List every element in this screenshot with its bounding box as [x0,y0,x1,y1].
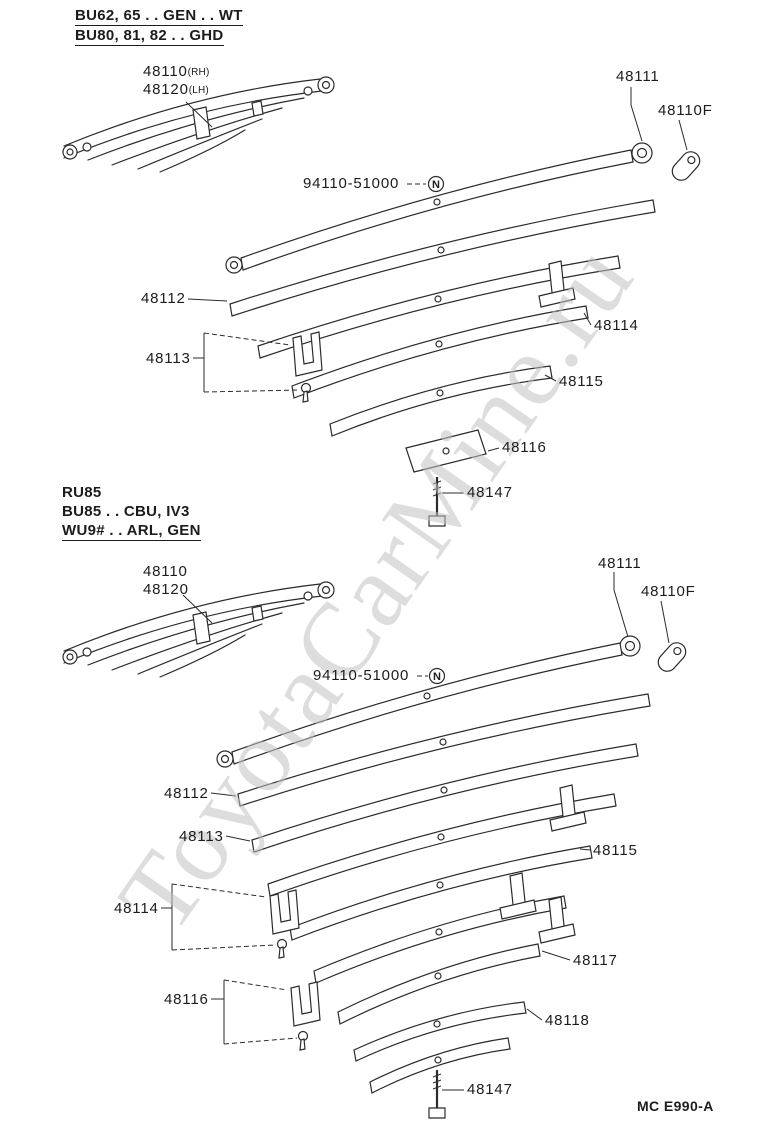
part-label-48120-top: 48120(LH) [143,82,209,98]
part-label-48147-top: 48147 [467,484,513,501]
leaf-4 [291,305,589,399]
bottom-model-line-1: RU85 [62,484,102,501]
nut-symbol-letter: N [432,179,440,191]
top-center-bolt-drawing [428,477,446,527]
leaf-5 [289,845,593,941]
part-label-48115-top: 48115 [559,373,604,390]
u-clamp [290,981,321,1027]
bolt-head [428,515,446,527]
part-label-48110F-top: 48110F [658,102,713,119]
bottom-center-bolt-drawing [428,1070,446,1119]
bottom-clamp-assembly-1 [269,889,300,959]
spring-clip [251,605,264,622]
top-model-line-1: BU62, 65 . . GEN . . WT [75,7,243,26]
top-nut-symbol: N [407,175,445,193]
part-label-48112-top: 48112 [141,290,186,307]
leaf-5 [329,365,553,437]
leaf-7 [337,943,541,1025]
part-label-48111-top: 48111 [616,68,660,85]
bolt-head [428,1107,446,1119]
part-label-48117-bottom: 48117 [573,952,618,969]
bottom-bushing-drawing [657,642,687,672]
top-section-drawing: N [62,76,701,527]
bottom-leaf-clips [499,784,587,944]
part-label-center-bolt-ref-top: 94110-51000 [303,175,400,192]
bottom-model-line-2: BU85 . . CBU, IV3 [62,503,190,520]
part-number: 48110 [143,63,188,80]
nut-symbol-letter: N [433,671,441,683]
side-note-lh: (LH) [188,85,209,96]
bottom-exploded-leaves [216,635,651,1094]
leaf-9 [369,1037,511,1094]
bottom-clamp-assembly-2 [290,981,321,1051]
leaf-3 [251,743,639,853]
part-label-48113-top: 48113 [146,350,191,367]
u-clamp [269,889,300,935]
top-assembled-spring-drawing [62,76,335,173]
leaf-4 [267,793,617,897]
leaf-center-hole [433,198,441,206]
bottom-leader-lines [161,572,670,1091]
leaf-2 [237,693,651,807]
leaf-8 [353,1001,527,1062]
leaf-2 [229,199,656,317]
page-code: MC E990-A [637,1098,714,1114]
part-label-48110-top: 48110(RH) [143,64,210,80]
part-label-48114-top: 48114 [594,317,639,334]
part-label-48120-bottom: 48120 [143,581,189,598]
top-leaf-clip [538,260,576,308]
bottom-section-drawing: N [62,572,687,1119]
top-clamp-assembly [292,331,323,403]
part-label-48110-bottom: 48110 [143,563,188,580]
top-model-line-2: BU80, 81, 82 . . GHD [75,27,224,46]
part-label-48112-bottom: 48112 [164,785,209,802]
part-label-48118-bottom: 48118 [545,1012,590,1029]
bottom-assembled-spring-drawing [62,581,335,678]
u-clamp [292,331,323,377]
part-label-48111-bottom: 48111 [598,555,642,572]
part-label-48114-bottom: 48114 [114,900,159,917]
leaf-1-main [231,642,623,765]
part-label-center-bolt-ref-bottom: 94110-51000 [313,667,410,684]
bottom-nut-symbol: N [417,667,446,685]
part-label-48116-top: 48116 [502,439,547,456]
leaf-3 [257,255,621,359]
top-bushing-drawing [671,151,701,181]
part-label-48147-bottom: 48147 [467,1081,513,1098]
part-label-48110F-bottom: 48110F [641,583,696,600]
part-label-48113-bottom: 48113 [179,828,224,845]
leaf-1-main [240,149,634,271]
part-label-48116-bottom: 48116 [164,991,209,1008]
part-label-48115-bottom: 48115 [593,842,638,859]
center-clamp [192,106,211,140]
side-note-rh: (RH) [187,67,210,78]
bottom-model-line-3: WU9# . . ARL, GEN [62,522,201,541]
spring-clip [251,100,264,117]
part-number: 48120 [143,81,189,98]
top-exploded-leaves [225,142,656,473]
top-leader-lines [185,87,688,494]
